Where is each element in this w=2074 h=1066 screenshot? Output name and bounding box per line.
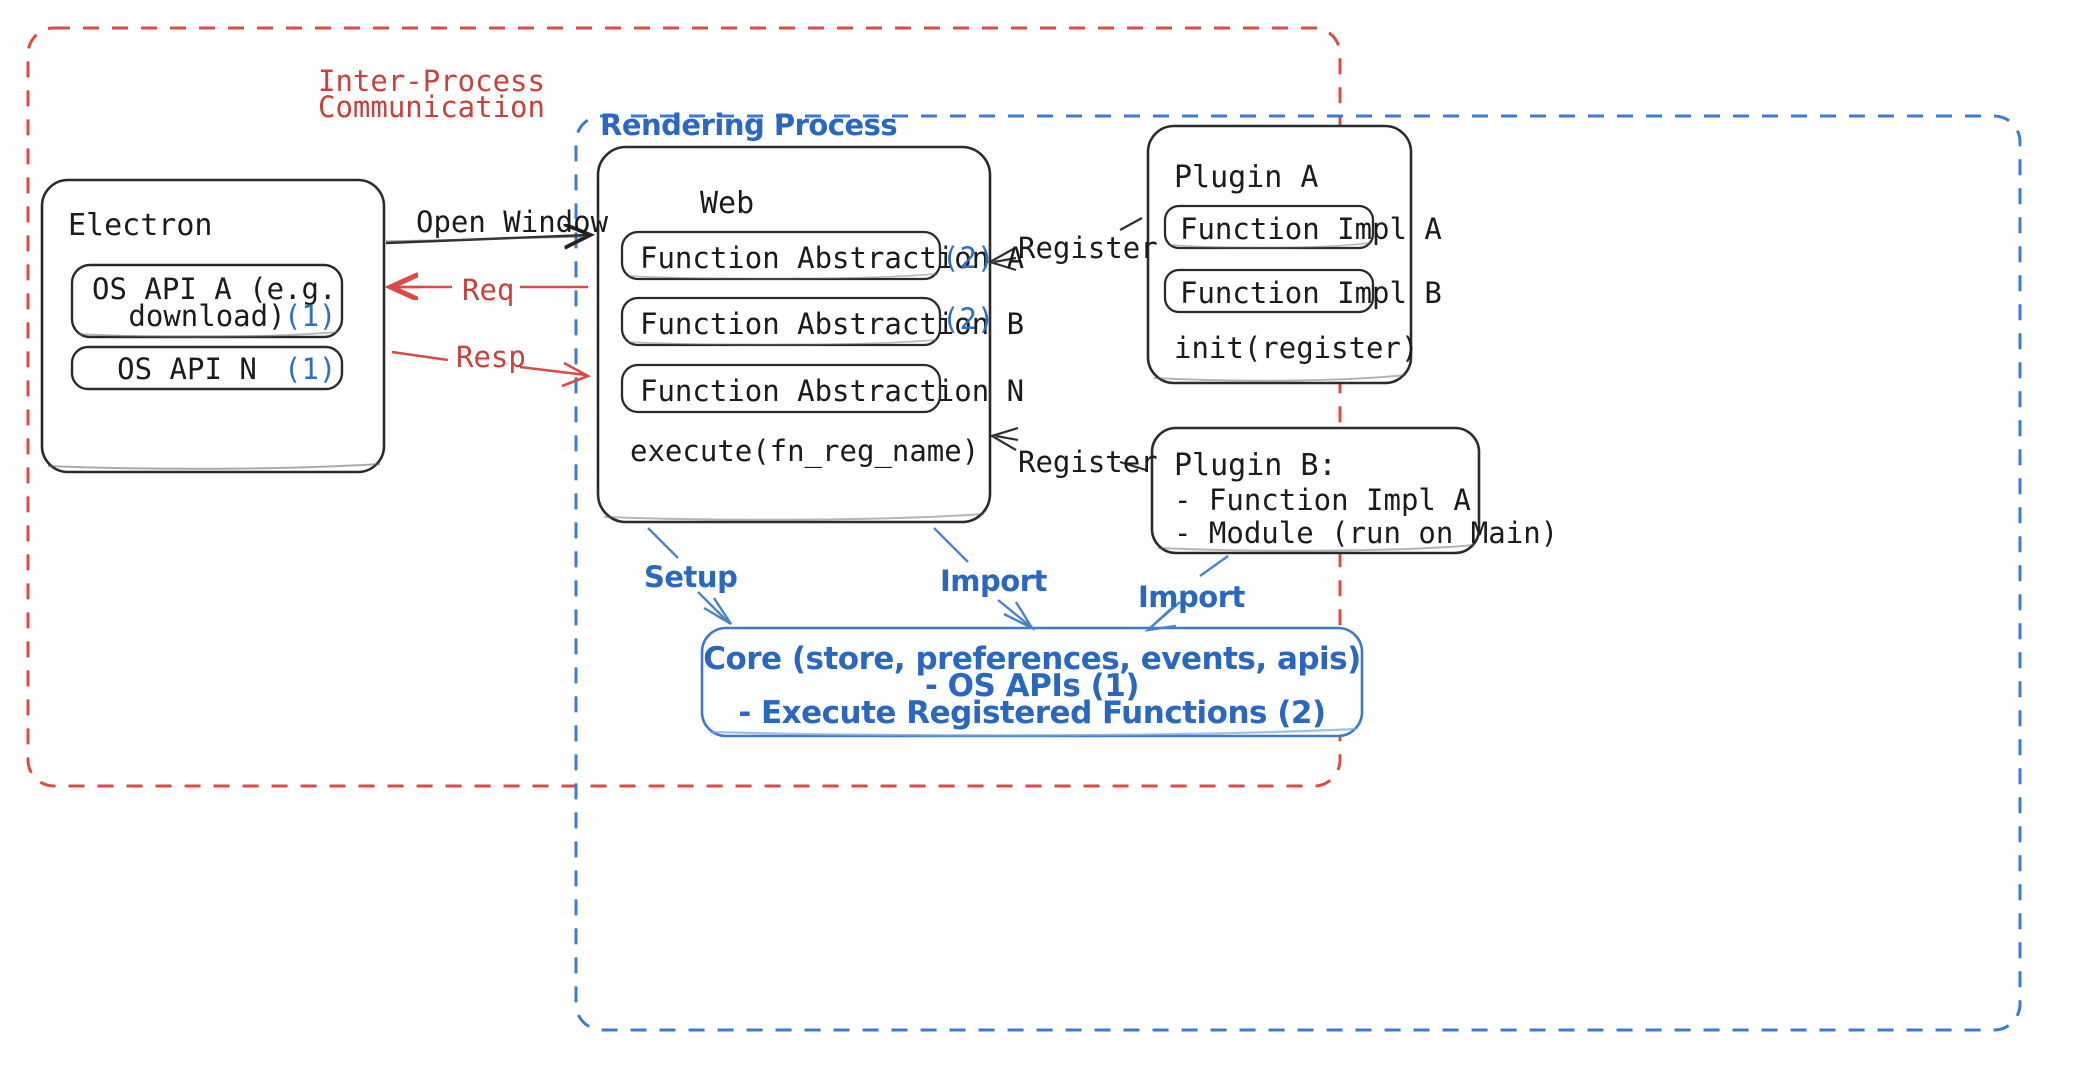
plugin-b-item-1: - Module (run on Main) bbox=[1174, 516, 1559, 550]
rendering-region-label: Rendering Process bbox=[600, 108, 898, 142]
web-title: Web bbox=[700, 186, 755, 221]
os-api-n-label: OS API N bbox=[117, 352, 257, 386]
os-api-a-label-line1: OS API A (e.g. bbox=[92, 272, 337, 306]
core-label-line1: Core (store, preferences, events, apis) bbox=[703, 641, 1361, 677]
function-abstraction-b-marker: (2) bbox=[942, 302, 995, 336]
arrow-label-import-web: Import bbox=[940, 564, 1047, 598]
arrow-label-resp: Resp bbox=[456, 340, 526, 374]
plugin-a-item-0: Function Impl A bbox=[1180, 212, 1442, 246]
core-label-line3: - Execute Registered Functions (2) bbox=[738, 695, 1326, 731]
function-abstraction-a-marker: (2) bbox=[942, 241, 995, 275]
plugin-a-item-1: Function Impl B bbox=[1180, 276, 1442, 310]
plugin-a-init-footer: init(register) bbox=[1174, 331, 1419, 365]
arrow-label-register-b: Register bbox=[1018, 445, 1158, 479]
ipc-region-label-line2: Communication bbox=[318, 90, 545, 124]
arrow-label-import-plugin-b: Import bbox=[1138, 580, 1245, 614]
core-label-line2: - OS APIs (1) bbox=[924, 668, 1140, 704]
os-api-a-label-line2: download) bbox=[128, 299, 286, 333]
ipc-region-label-line1: Inter-Process bbox=[318, 64, 545, 98]
os-api-n-marker: (1) bbox=[284, 352, 337, 386]
arrow-label-register-a: Register bbox=[1018, 231, 1158, 265]
function-abstraction-b-label: Function Abstraction B bbox=[640, 307, 1025, 341]
os-api-a-marker: (1) bbox=[284, 299, 337, 333]
electron-title: Electron bbox=[68, 208, 213, 243]
arrow-label-setup: Setup bbox=[644, 560, 738, 594]
arrow-label-open-window: Open Window bbox=[416, 205, 609, 239]
arrow-label-req: Req bbox=[462, 273, 515, 307]
function-abstraction-a-label: Function Abstraction A bbox=[640, 241, 1025, 275]
function-abstraction-n-label: Function Abstraction N bbox=[640, 374, 1025, 408]
plugin-a-title: Plugin A bbox=[1174, 160, 1319, 195]
plugin-b-title: Plugin B: bbox=[1174, 448, 1337, 483]
web-execute-footer: execute(fn_reg_name) bbox=[630, 434, 980, 468]
plugin-b-item-0: - Function Impl A bbox=[1174, 483, 1471, 517]
